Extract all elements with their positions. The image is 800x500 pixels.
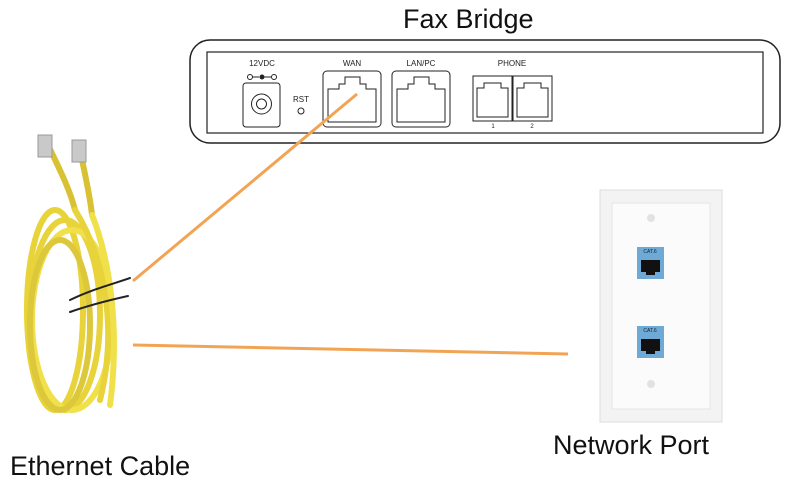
network-port-title: Network Port	[553, 430, 710, 460]
connection-line-wall	[132, 343, 569, 356]
wan-label: WAN	[342, 59, 362, 68]
lan-port	[391, 70, 451, 128]
ethernet-cable-title: Ethernet Cable	[10, 451, 191, 481]
connection-line-device	[132, 92, 358, 283]
ethernet-cable-image	[24, 134, 131, 413]
power-jack	[242, 74, 281, 128]
phone-label: PHONE	[497, 59, 527, 68]
fax-bridge-device	[189, 39, 781, 144]
wan-port	[322, 70, 382, 128]
phone-1-label: 1	[491, 124, 495, 130]
network-wall-plate	[599, 189, 723, 423]
phone-port-1	[472, 75, 513, 122]
reset-hole	[297, 107, 305, 115]
fax-bridge-title: Fax Bridge	[403, 4, 534, 34]
phone-port-2	[512, 75, 553, 122]
lan-label: LAN/PC	[406, 59, 436, 68]
reset-label: RST	[293, 95, 309, 104]
power-label: 12VDC	[249, 59, 275, 68]
phone-2-label: 2	[530, 124, 534, 130]
jack-2-label: CAT.6	[643, 328, 657, 334]
jack-1-label: CAT.6	[643, 249, 657, 255]
